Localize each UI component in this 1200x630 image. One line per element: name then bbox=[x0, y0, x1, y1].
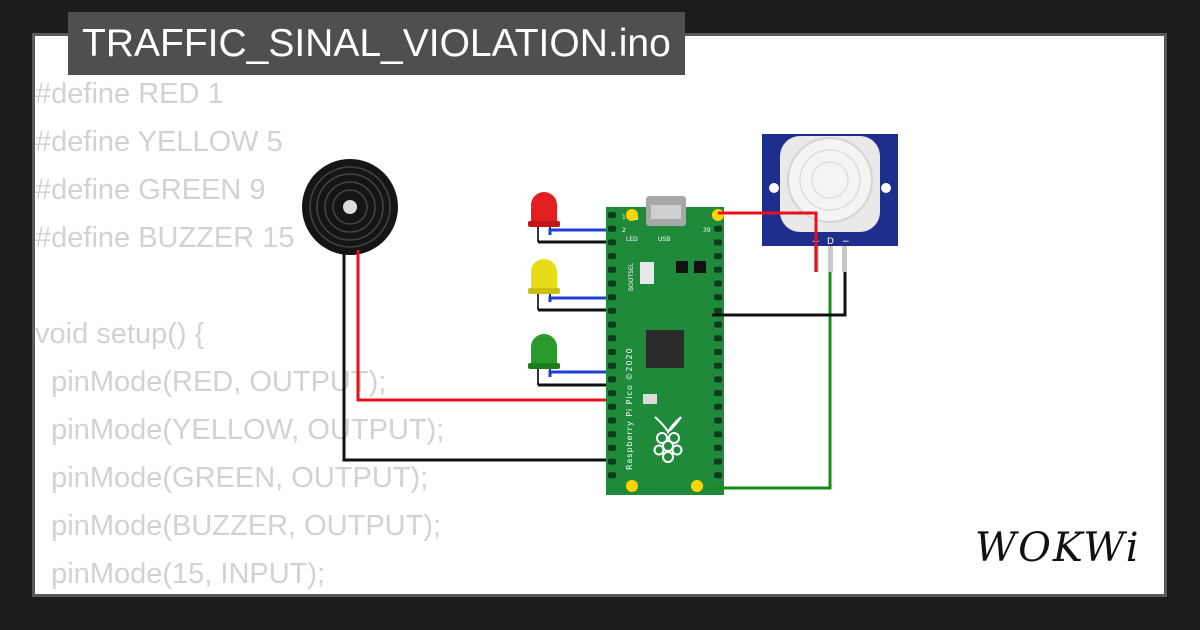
pin-header bbox=[714, 280, 722, 287]
pir-sensor[interactable] bbox=[762, 134, 898, 272]
pin-header bbox=[608, 417, 616, 424]
pin-header bbox=[714, 417, 722, 424]
code-line: #define RED 1 bbox=[35, 78, 224, 110]
pin-header bbox=[608, 335, 616, 342]
code-line: pinMode(GREEN, OUTPUT); bbox=[51, 462, 429, 494]
pin-header bbox=[608, 431, 616, 438]
pin-header bbox=[714, 239, 722, 246]
pin-header bbox=[714, 349, 722, 355]
buzzer[interactable] bbox=[302, 159, 398, 255]
pin-header bbox=[714, 321, 722, 328]
preview-card bbox=[32, 33, 1167, 597]
pin-header bbox=[714, 472, 722, 479]
pin-header bbox=[608, 349, 616, 355]
usb-label: USB bbox=[658, 236, 670, 243]
pin-header bbox=[714, 307, 722, 314]
pir-wires bbox=[712, 211, 847, 490]
pin-header bbox=[608, 266, 616, 273]
code-line: void setup() { bbox=[35, 318, 205, 350]
pin-header bbox=[608, 253, 616, 260]
raspberry-pi-pico[interactable] bbox=[606, 196, 724, 495]
code-line: pinMode(RED, OUTPUT); bbox=[51, 366, 387, 398]
board-label: Raspberry Pi Pico ©2020 bbox=[625, 347, 634, 470]
pin-header bbox=[714, 294, 722, 301]
code-line: #define GREEN 9 bbox=[35, 174, 266, 206]
pin-header bbox=[714, 444, 722, 451]
pin-header bbox=[714, 431, 722, 438]
pin-header bbox=[608, 376, 616, 383]
red-led[interactable] bbox=[528, 192, 560, 242]
pin-header bbox=[608, 403, 616, 410]
pin-39-label: 39 bbox=[703, 227, 711, 234]
code-line: #define BUZZER 15 bbox=[35, 222, 295, 254]
pin-header bbox=[608, 239, 616, 246]
code-line: pinMode(YELLOW, OUTPUT); bbox=[51, 414, 445, 446]
code-line: pinMode(15, INPUT); bbox=[51, 558, 326, 590]
wokwi-logo: WOKWi bbox=[975, 525, 1141, 571]
pin-header bbox=[608, 294, 616, 301]
pin-2-label: 2 bbox=[622, 227, 626, 234]
pin-header bbox=[714, 335, 722, 342]
pin-header bbox=[608, 225, 616, 232]
led-wires bbox=[538, 228, 612, 387]
raspberry-logo-icon bbox=[653, 416, 683, 463]
pin-header bbox=[608, 280, 616, 287]
pin-header bbox=[714, 376, 722, 383]
yellow-led[interactable] bbox=[528, 259, 560, 310]
pir-data-label: D bbox=[827, 237, 834, 247]
pin-header bbox=[608, 390, 616, 397]
code-preview: #define RED 1 #define YELLOW 5 #define G… bbox=[35, 70, 444, 598]
pin-header bbox=[608, 212, 616, 218]
pin-header bbox=[608, 362, 616, 369]
file-title: TRAFFIC_SINAL_VIOLATION.ino bbox=[68, 12, 685, 75]
led-label: LED bbox=[626, 236, 638, 243]
pin-header bbox=[608, 321, 616, 328]
code-line: pinMode(BUZZER, OUTPUT); bbox=[51, 510, 442, 542]
pin-header bbox=[714, 362, 722, 369]
pir-minus-label: − bbox=[842, 237, 850, 247]
pin-header bbox=[608, 458, 616, 465]
pin-1-label: 1 bbox=[622, 214, 626, 221]
bootsel-label: BOOTSEL bbox=[628, 262, 635, 291]
pin-header bbox=[714, 458, 722, 465]
pin-header bbox=[714, 253, 722, 260]
code-line: #define YELLOW 5 bbox=[35, 126, 283, 158]
pin-header bbox=[714, 390, 722, 397]
pin-header bbox=[714, 266, 722, 273]
green-led[interactable] bbox=[528, 334, 560, 385]
pin-header bbox=[714, 225, 722, 232]
buzzer-wires bbox=[342, 250, 612, 462]
pin-header bbox=[608, 472, 616, 479]
pin-header bbox=[608, 307, 616, 314]
pin-header bbox=[714, 403, 722, 410]
pin-header bbox=[608, 444, 616, 451]
